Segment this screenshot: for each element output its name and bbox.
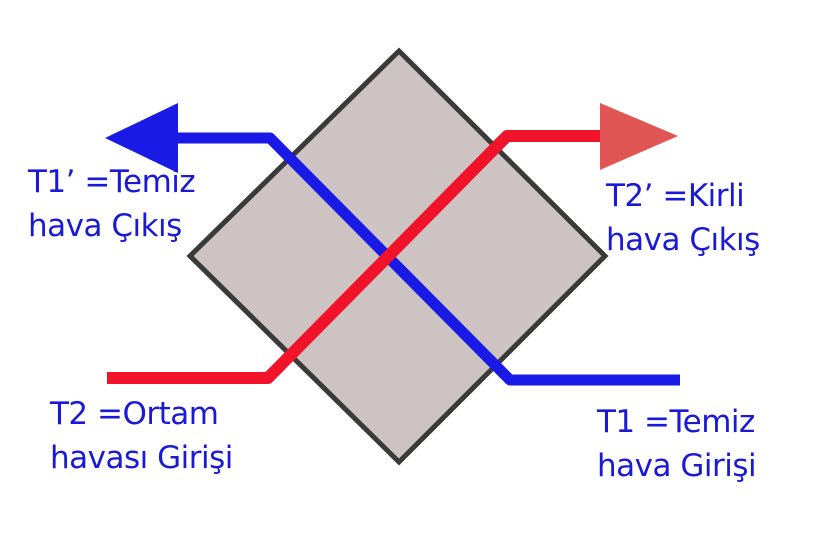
label-line: T1’ =Temiz (28, 164, 196, 200)
arrow-left-icon (105, 103, 178, 173)
heat-exchanger-core (186, 47, 609, 466)
label-dirty-air-outlet: T2’ =Kirli hava Çıkış (606, 174, 760, 262)
label-line: T2’ =Kirli (606, 178, 745, 214)
label-ambient-air-inlet: T2 =Ortam havası Girişi (50, 392, 233, 480)
label-clean-air-inlet: T1 =Temiz hava Girişi (597, 400, 757, 488)
dirty-air-flow-line (107, 130, 612, 384)
label-line: hava Girişi (597, 448, 757, 484)
label-line: hava Çıkış (28, 208, 182, 244)
label-line: hava Çıkış (606, 222, 760, 258)
label-line: T2 =Ortam (50, 396, 219, 432)
label-line: T1 =Temiz (597, 404, 755, 440)
label-line: havası Girişi (50, 440, 233, 476)
arrow-right-icon (600, 103, 678, 170)
label-clean-air-outlet: T1’ =Temiz hava Çıkış (28, 160, 196, 248)
